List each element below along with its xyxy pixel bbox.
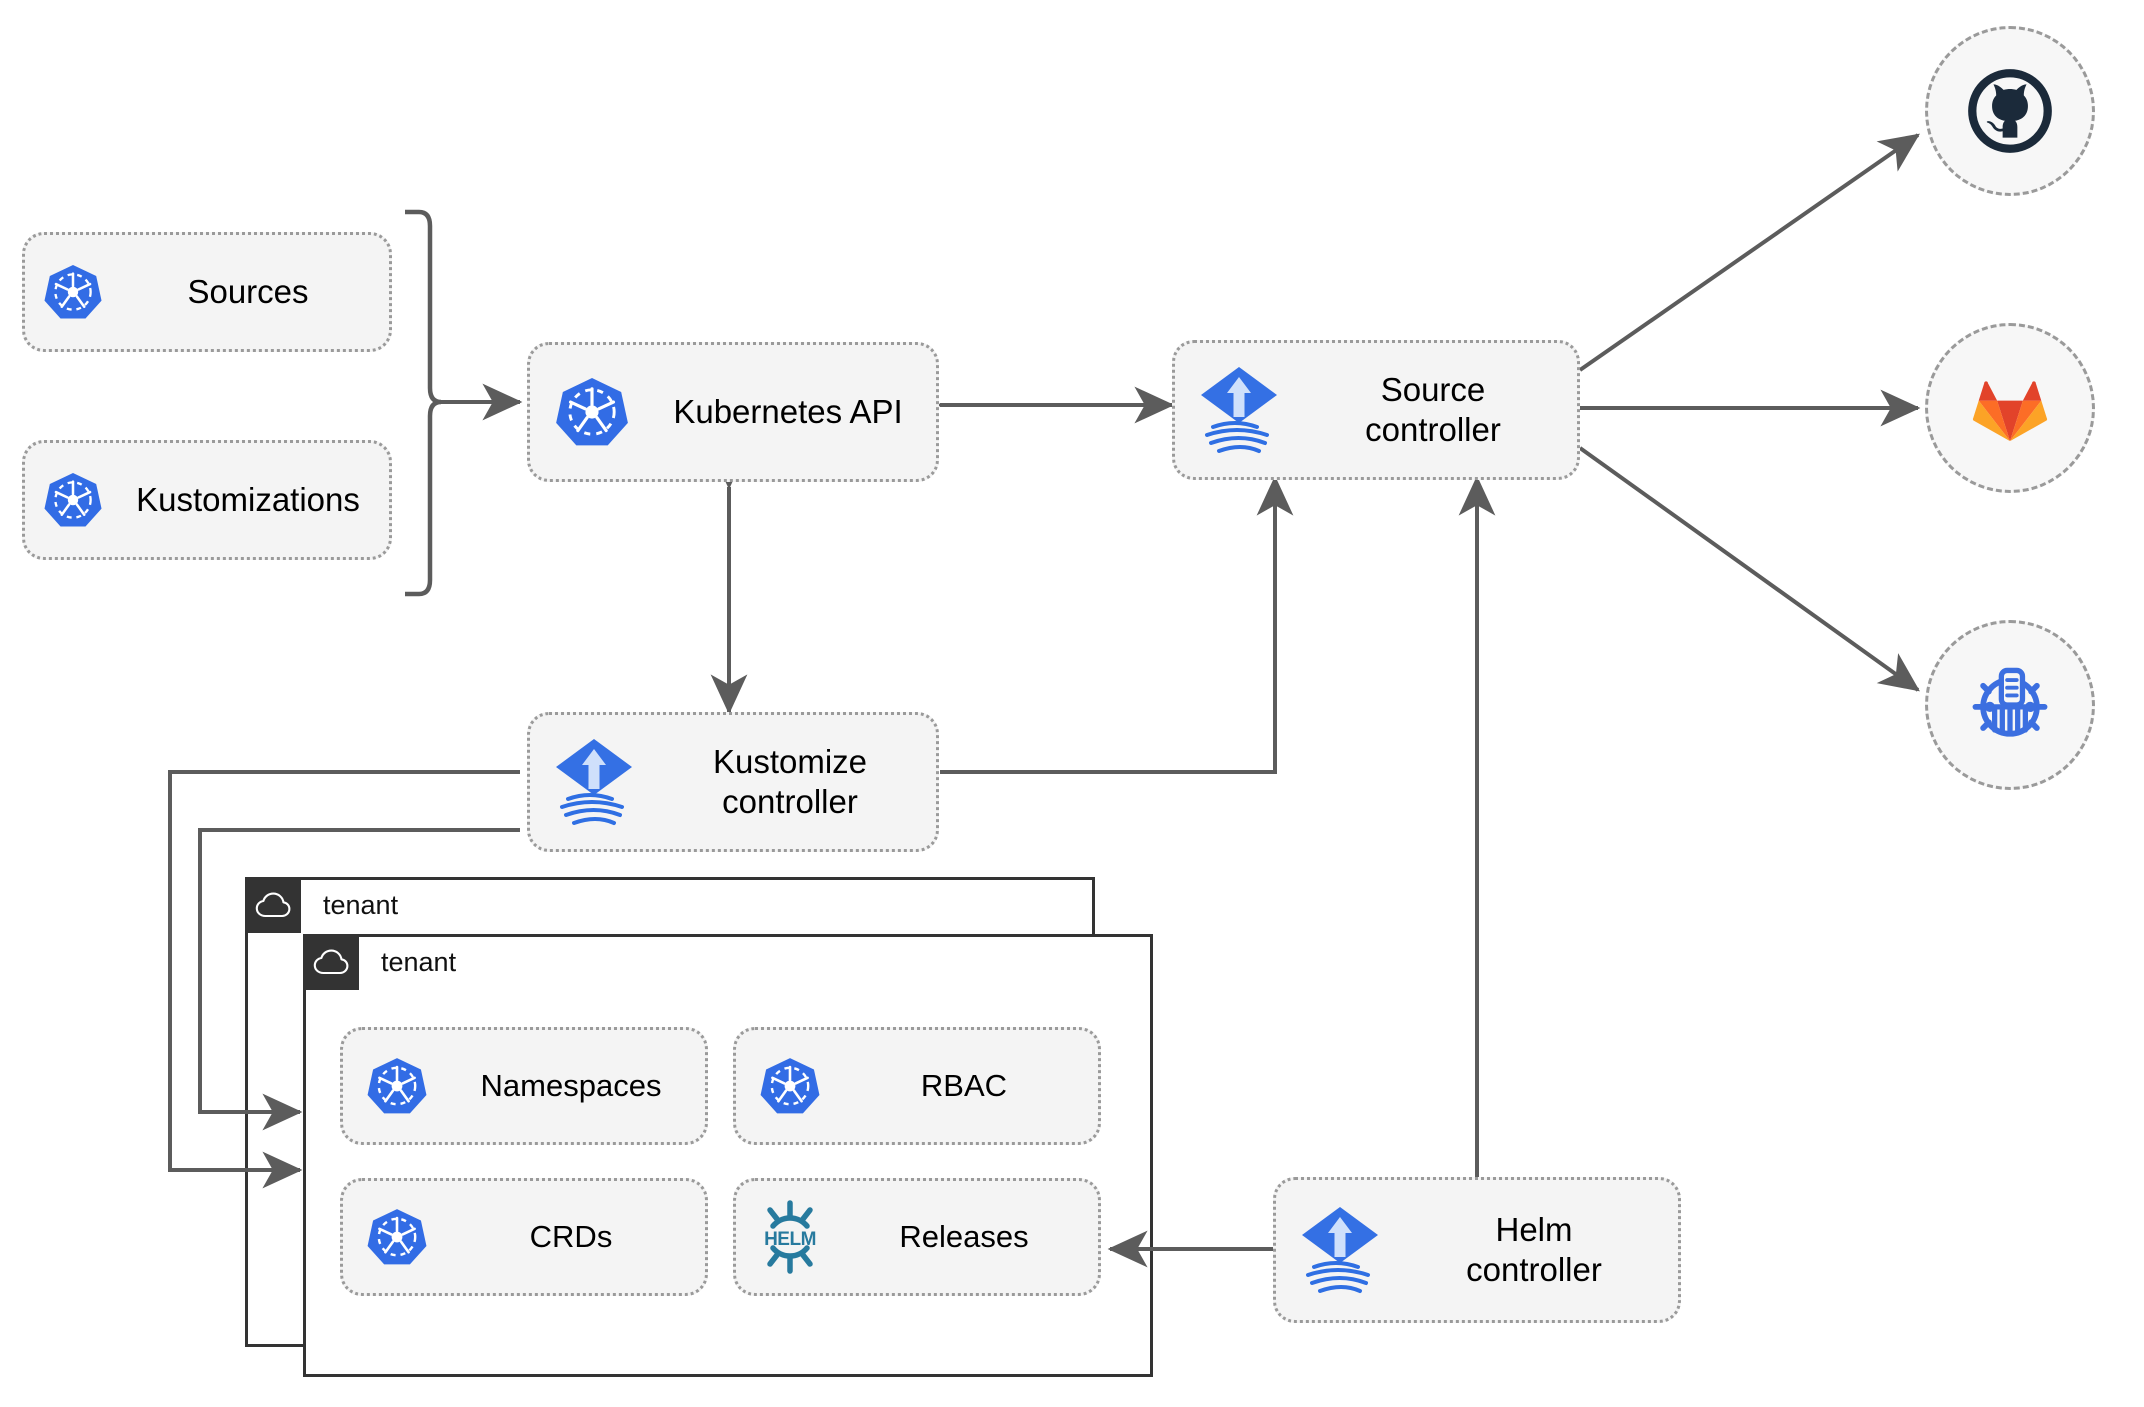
node-source-controller[interactable]: Source controller: [1172, 340, 1580, 480]
node-sources-label: Sources: [187, 272, 309, 310]
cloud-icon: [245, 877, 301, 933]
wire-source-controller-to-github: [1578, 133, 1920, 372]
gitlab-icon: [1972, 381, 2048, 442]
kubernetes-icon: [25, 469, 121, 531]
tenant-2-header: tenant: [303, 934, 456, 990]
wire-kustomize-controller-to-source-controller: [940, 475, 1294, 774]
node-helm-controller[interactable]: Helm controller: [1273, 1177, 1681, 1323]
endpoint-bucket[interactable]: [1925, 620, 2095, 790]
node-kubernetes-api[interactable]: Kubernetes API: [527, 342, 939, 482]
node-releases-label: Releases: [899, 1219, 1029, 1255]
endpoint-gitlab[interactable]: [1925, 323, 2095, 493]
bucket-icon: [1972, 667, 2048, 737]
node-rbac-label: RBAC: [920, 1068, 1008, 1104]
tenant-frame-2: tenant: [303, 934, 1153, 1377]
node-rbac[interactable]: RBAC: [733, 1027, 1101, 1145]
kubernetes-icon: [736, 1054, 844, 1118]
kubernetes-icon: [530, 373, 654, 451]
flux-icon: [1276, 1205, 1404, 1295]
wire-source-controller-to-bucket: [1578, 446, 1920, 692]
kubernetes-icon: [25, 261, 121, 323]
tenant-2-label: tenant: [381, 946, 457, 977]
node-sources[interactable]: Sources: [22, 232, 392, 352]
node-crds[interactable]: CRDs: [340, 1178, 708, 1296]
node-namespaces[interactable]: Namespaces: [340, 1027, 708, 1145]
endpoint-github[interactable]: [1925, 26, 2095, 196]
flux-icon: [530, 737, 658, 827]
helm-icon: HELM: [736, 1200, 844, 1274]
node-crds-label: CRDs: [529, 1219, 613, 1255]
github-icon: [1968, 69, 2052, 153]
kubernetes-icon: [343, 1054, 451, 1118]
node-kustomize-controller-label: Kustomize controller: [712, 742, 868, 820]
flux-icon: [1175, 365, 1303, 455]
node-releases[interactable]: HELM Releases: [733, 1178, 1101, 1296]
cloud-icon: [303, 934, 359, 990]
node-kubernetes-api-label: Kubernetes API: [673, 392, 903, 430]
node-namespaces-label: Namespaces: [480, 1068, 662, 1104]
svg-text:HELM: HELM: [764, 1229, 816, 1250]
node-kustomizations[interactable]: Kustomizations: [22, 440, 392, 560]
node-kustomize-controller[interactable]: Kustomize controller: [527, 712, 939, 852]
tenant-1-header: tenant: [245, 877, 398, 933]
kubernetes-icon: [343, 1205, 451, 1269]
node-helm-controller-label: Helm controller: [1466, 1210, 1602, 1288]
group-bracket: [405, 209, 442, 597]
node-kustomizations-label: Kustomizations: [136, 480, 360, 518]
node-source-controller-label: Source controller: [1365, 370, 1501, 448]
tenant-1-label: tenant: [323, 889, 399, 920]
